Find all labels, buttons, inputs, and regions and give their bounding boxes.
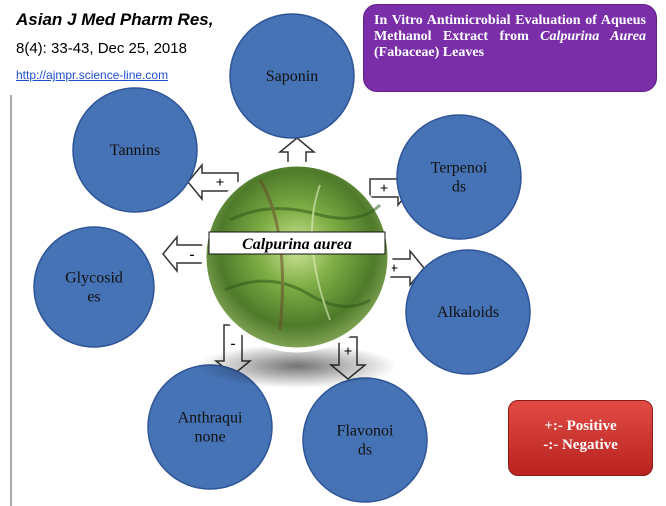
node-label-tannins: Tannins	[110, 142, 160, 159]
node-label-line: none	[194, 429, 225, 446]
sign-tannins: +	[216, 175, 225, 191]
title-text-after: (Fabaceae) Leaves	[374, 45, 485, 60]
node-flavonoids	[302, 377, 428, 503]
node-label-line: Anthraqui	[178, 410, 243, 427]
node-glycosides	[33, 226, 155, 348]
center-label-box	[208, 231, 386, 255]
node-label-line: Terpenoi	[431, 160, 488, 177]
node-label-line: ds	[452, 179, 466, 196]
node-label-flavonoids: Flavonoi ds	[337, 423, 394, 459]
node-label-terpenoids: Terpenoi ds	[431, 160, 488, 196]
node-alkaloids	[405, 249, 531, 375]
node-label-anthraquinone: Anthraqui none	[178, 410, 243, 446]
node-label-alkaloids: Alkaloids	[437, 304, 499, 321]
sign-terpenoids: +	[380, 181, 389, 197]
sign-anthraquinone: -	[231, 336, 236, 352]
node-label-glycosides: Glycosid es	[65, 270, 123, 306]
node-tannins	[72, 87, 198, 213]
title-text-before: In Vitro Antimicrobial Evaluation of Aqu…	[374, 13, 646, 44]
legend-negative: -:- Negative	[543, 437, 618, 453]
sign-glycosides: -	[190, 247, 195, 263]
node-label-line: Tannins	[110, 142, 160, 159]
center-shadow	[197, 344, 397, 388]
node-saponin	[229, 13, 355, 139]
node-label-saponin: Saponin	[266, 68, 318, 85]
center-label: Calpurina aurea	[242, 236, 352, 253]
center-plant-image	[201, 161, 393, 353]
journal-issue: 8(4): 33-43, Dec 25, 2018	[16, 40, 187, 57]
title-box: In Vitro Antimicrobial Evaluation of Aqu…	[363, 4, 657, 92]
node-label-line: Glycosid	[65, 270, 123, 287]
legend-positive: +:- Positive	[544, 418, 617, 434]
node-label-line: Saponin	[266, 68, 318, 85]
node-label-line: Flavonoi	[337, 423, 394, 440]
journal-url[interactable]: http://ajmpr.science-line.com	[16, 68, 169, 82]
sign-alkaloids: +	[390, 261, 399, 277]
title-text-italic: Calpurina Aurea	[540, 29, 646, 44]
arrow-glycosides	[162, 234, 208, 274]
journal-title: Asian J Med Pharm Res,	[16, 10, 214, 29]
node-label-line: ds	[358, 442, 372, 459]
node-terpenoids	[396, 114, 522, 240]
node-label-line: es	[87, 289, 100, 306]
node-label-line: Alkaloids	[437, 304, 499, 321]
legend-box: +:- Positive -:- Negative	[508, 400, 653, 476]
